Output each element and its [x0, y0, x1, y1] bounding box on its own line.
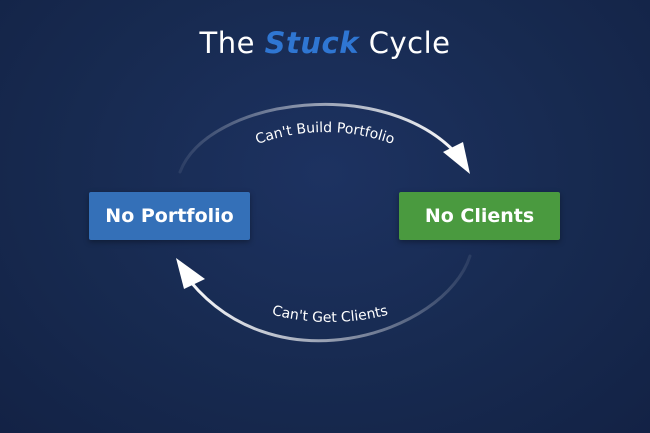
- title-prefix: The: [199, 26, 255, 60]
- diagram-title: The Stuck Cycle: [0, 26, 650, 60]
- bottom-arc: [181, 254, 472, 343]
- title-suffix: Cycle: [368, 26, 451, 60]
- top-edge-label: Can't Build Portfolio: [253, 120, 396, 148]
- top-arrowhead: [443, 142, 470, 174]
- node-no-clients: No Clients: [399, 192, 560, 240]
- title-emphasis: Stuck: [264, 26, 360, 60]
- bottom-arrowhead: [176, 258, 205, 289]
- node-no-portfolio: No Portfolio: [89, 192, 250, 240]
- top-arc: [178, 102, 464, 174]
- bottom-edge-label: Can't Get Clients: [271, 303, 390, 326]
